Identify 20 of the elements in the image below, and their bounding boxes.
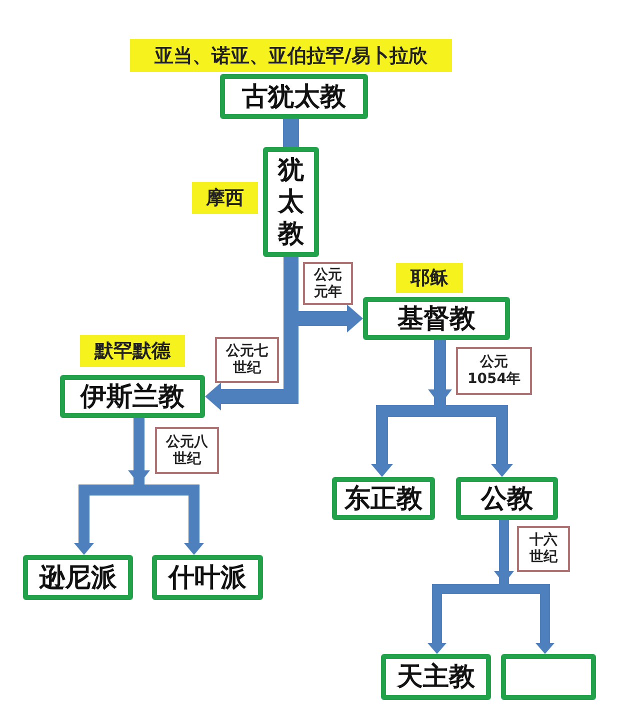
empty-box (501, 654, 596, 700)
vertical-text-box: 犹太教 (263, 147, 319, 257)
node-box: 逊尼派 (23, 555, 133, 600)
node-box: 基督教 (363, 297, 510, 340)
node-box: 东正教 (332, 477, 435, 520)
highlight-label: 耶稣 (396, 263, 463, 293)
node-box: 什叶派 (152, 555, 263, 600)
node-box: 伊斯兰教 (60, 375, 205, 418)
date-label: 公元1054年 (456, 347, 532, 395)
date-label: 公元八世纪 (155, 427, 219, 474)
date-label: 公元元年 (303, 262, 353, 305)
date-label: 十六世纪 (517, 526, 570, 572)
highlight-label: 摩西 (192, 182, 258, 214)
node-box: 公教 (456, 477, 558, 520)
highlight-label: 默罕默德 (80, 335, 185, 367)
node-box: 天主教 (381, 654, 491, 700)
connector-line (283, 119, 299, 147)
date-label: 公元七世纪 (215, 337, 279, 383)
highlight-label: 亚当、诺亚、亚伯拉罕/易卜拉欣 (130, 39, 452, 72)
node-box: 古犹太教 (220, 74, 368, 119)
